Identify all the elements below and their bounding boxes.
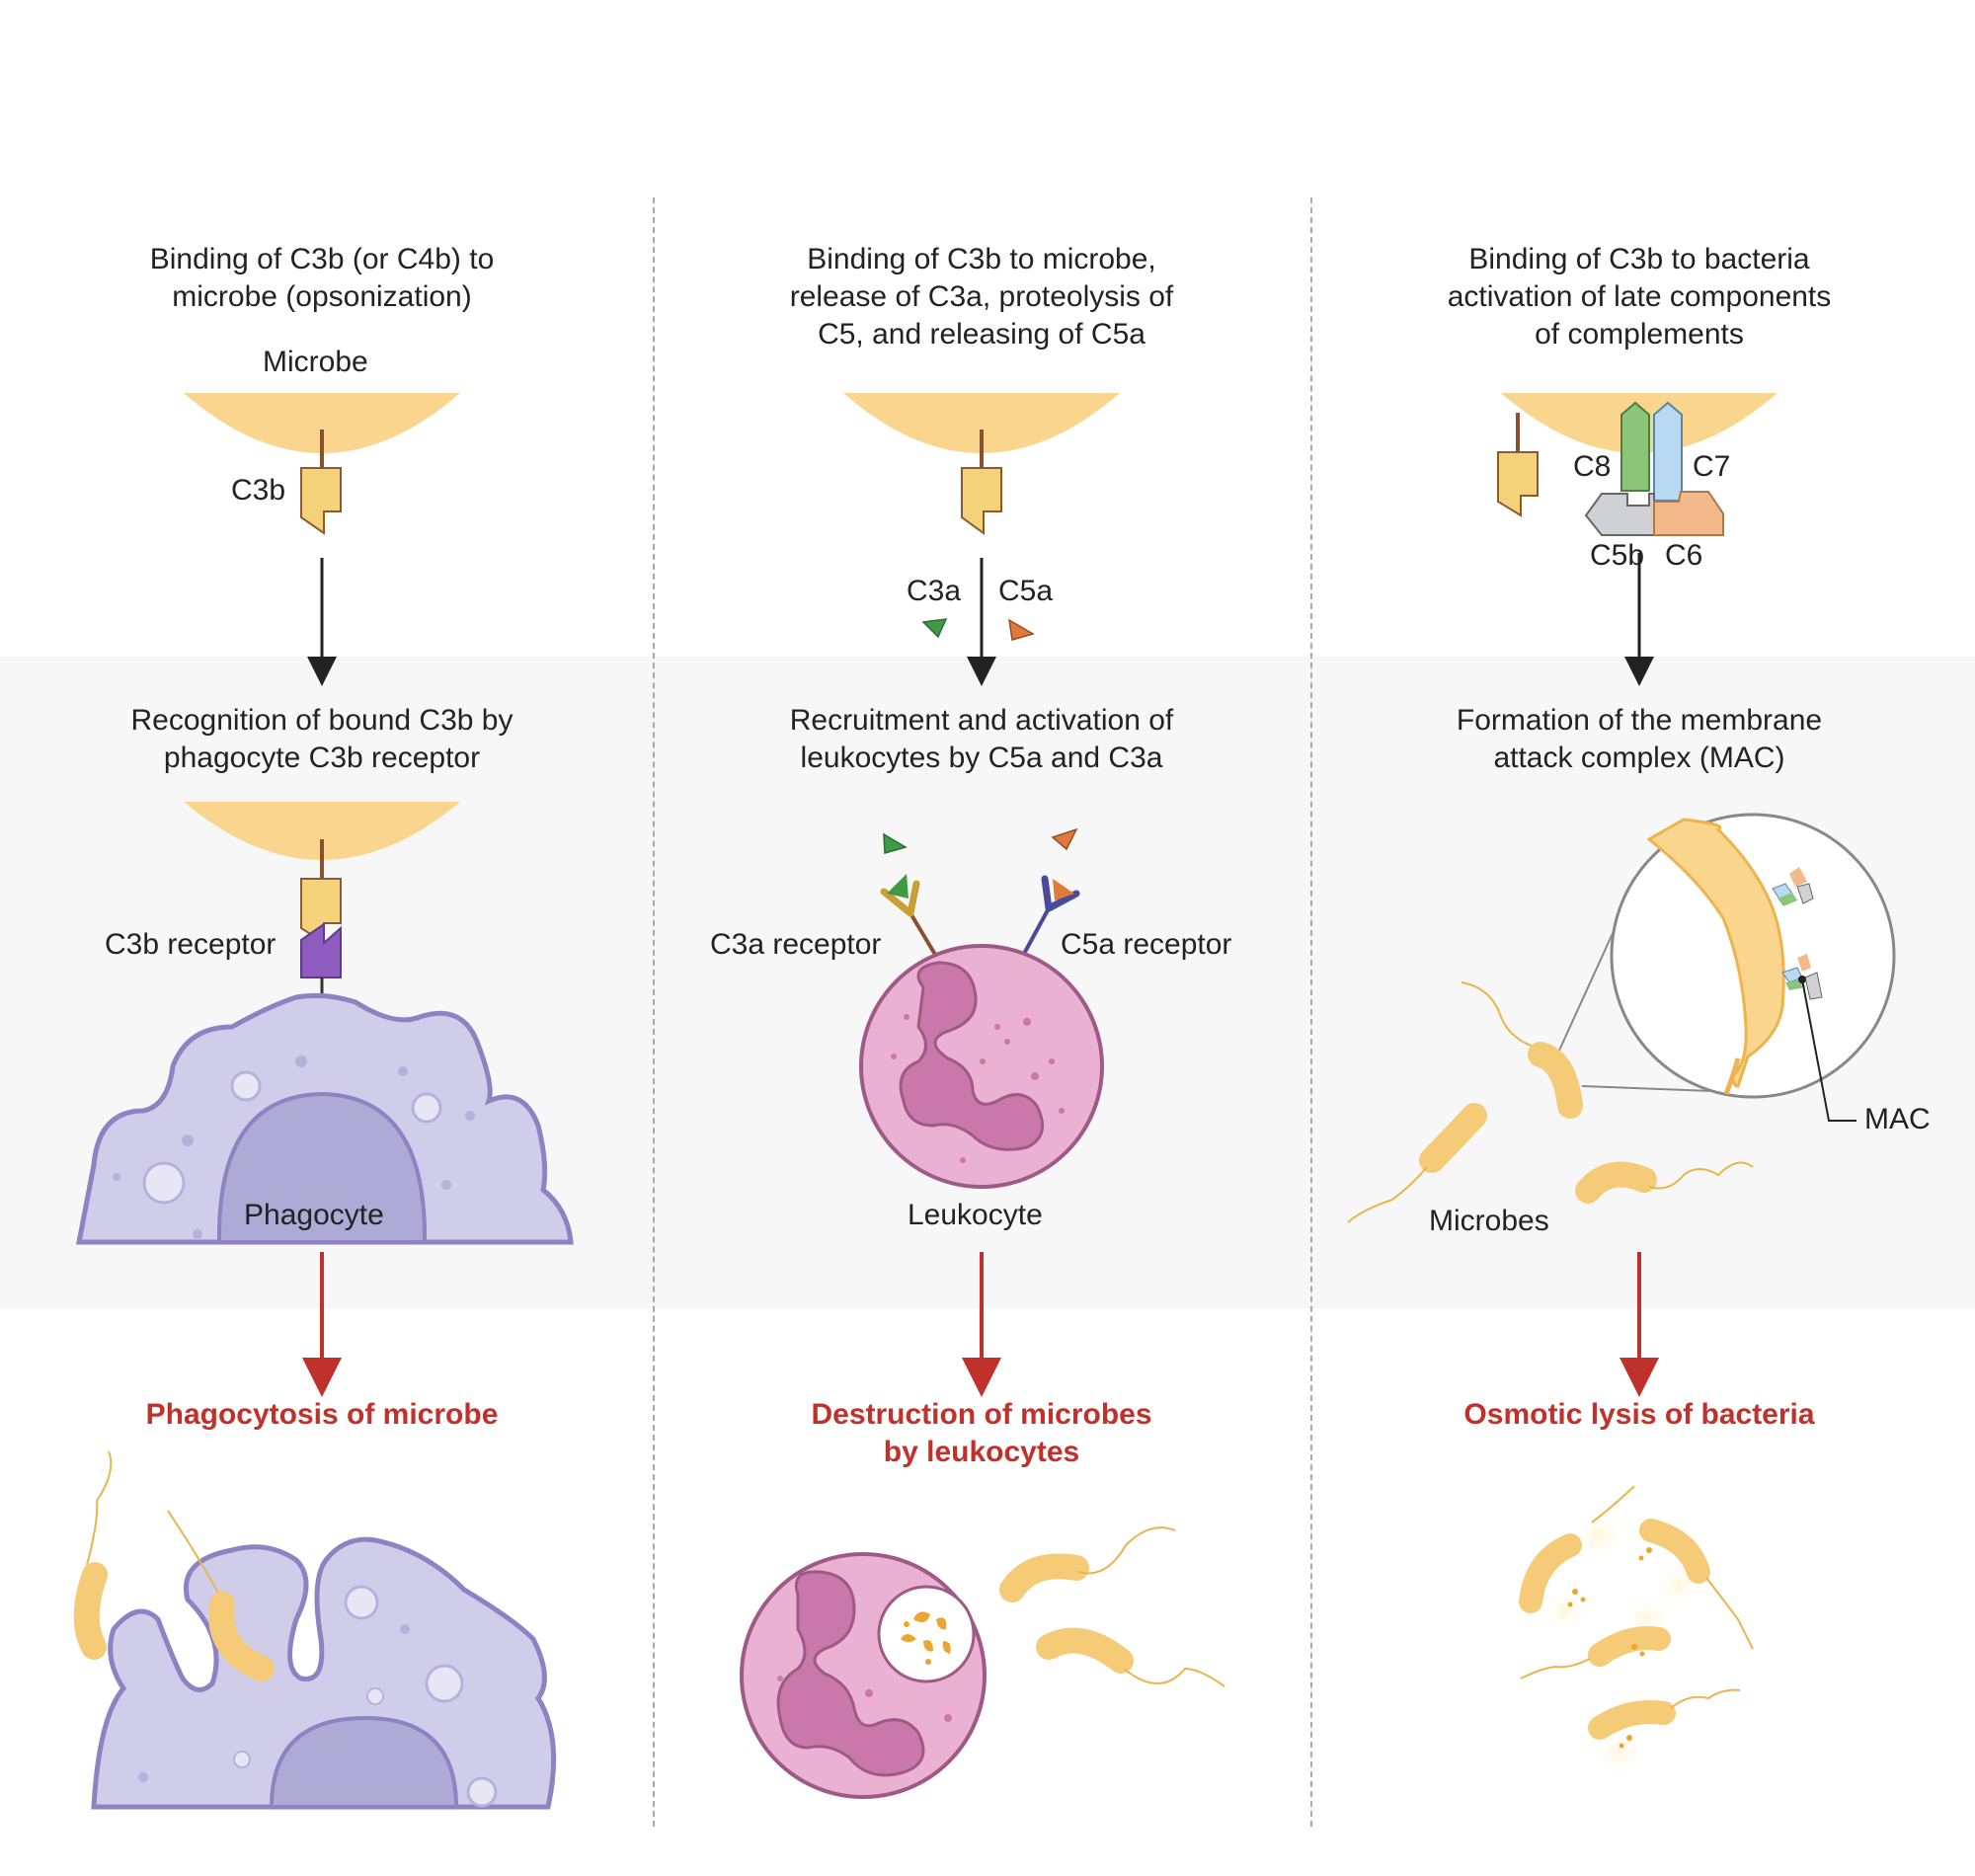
column-1-artwork bbox=[73, 393, 574, 1810]
col2-result-text: Destruction of microbes by leukocytes bbox=[811, 1398, 1152, 1468]
lysed-bacterium-4 bbox=[1588, 1700, 1676, 1740]
c5a-receptor-label: C5a receptor bbox=[1061, 928, 1232, 961]
microbe-surface-2 bbox=[184, 802, 460, 860]
c5a-fragment bbox=[1008, 618, 1035, 641]
column-divider-2 bbox=[1310, 197, 1312, 1827]
leukocyte-body bbox=[859, 944, 1104, 1189]
leukocyte-nucleus bbox=[899, 961, 1045, 1151]
c7-label: C7 bbox=[1693, 450, 1731, 483]
c5a-receptor bbox=[1041, 875, 1080, 912]
microbe-rod-5 bbox=[1528, 1042, 1583, 1119]
c3a-receptor bbox=[880, 880, 920, 917]
col1-step2-text: Recognition of bound C3b by phagocyte C3… bbox=[130, 704, 514, 774]
col3-step1-text: Binding of C3b to bacteria activation of… bbox=[1447, 243, 1832, 351]
leukocyte-label: Leukocyte bbox=[908, 1199, 1043, 1231]
phagosome bbox=[877, 1585, 976, 1683]
c3b-protein bbox=[300, 467, 342, 535]
c7-protein bbox=[1653, 401, 1683, 502]
col3-step2-text: Formation of the membrane attack complex… bbox=[1456, 704, 1823, 774]
phagocyte-nucleus bbox=[216, 1091, 428, 1244]
c3b-protein-c2 bbox=[961, 467, 1002, 535]
c3a-receptor-label: C3a receptor bbox=[710, 928, 882, 961]
lysed-bacterium-1 bbox=[1519, 1533, 1582, 1613]
mac-pore-1 bbox=[1772, 867, 1814, 906]
microbe-rod-4 bbox=[1036, 1627, 1134, 1674]
c6-protein bbox=[1653, 491, 1724, 536]
c3b-label: C3b bbox=[231, 474, 286, 507]
c5b-label: C5b bbox=[1590, 539, 1645, 572]
mac-pointer bbox=[1801, 978, 1856, 1122]
microbe-surface-c2 bbox=[843, 393, 1120, 453]
c3b-receptor bbox=[300, 922, 342, 978]
column-divider-1 bbox=[653, 197, 655, 1827]
microbe-label: Microbe bbox=[263, 346, 368, 378]
column-2-artwork bbox=[740, 393, 1225, 1799]
c5a-label: C5a bbox=[998, 575, 1054, 607]
mac-pore-2 bbox=[1781, 954, 1823, 1000]
phagocyte-engulfing bbox=[91, 1536, 557, 1810]
phagocyte-label: Phagocyte bbox=[244, 1199, 384, 1231]
phagocyte-nucleus-2 bbox=[269, 1715, 459, 1809]
c3a-label: C3a bbox=[907, 575, 962, 607]
col3-result-text: Osmotic lysis of bacteria bbox=[1463, 1398, 1815, 1431]
c8-label: C8 bbox=[1573, 450, 1612, 483]
microbe-rod-2 bbox=[208, 1592, 275, 1681]
microbe-rod-6 bbox=[1419, 1103, 1487, 1173]
c8-protein bbox=[1620, 401, 1650, 492]
c3a-fragment-free bbox=[883, 832, 908, 854]
c5a-fragment-free bbox=[1051, 827, 1078, 851]
c6-label: C6 bbox=[1665, 539, 1703, 572]
microbe-rod-7 bbox=[1575, 1161, 1657, 1204]
lysed-bacterium-3 bbox=[1588, 1626, 1671, 1667]
c3b-receptor-label: C3b receptor bbox=[105, 928, 276, 961]
column-3-artwork bbox=[1347, 393, 1896, 1780]
c3a-fragment bbox=[921, 618, 948, 639]
microbe-rod bbox=[73, 1562, 108, 1660]
zoomed-bacterium bbox=[1646, 818, 1785, 1088]
microbe-rod-3 bbox=[999, 1553, 1089, 1602]
col2-step1-text: Binding of C3b to microbe, release of C3… bbox=[789, 243, 1174, 351]
microbes-label: Microbes bbox=[1429, 1205, 1549, 1237]
c3b-protein-c3 bbox=[1497, 451, 1539, 517]
col1-result-text: Phagocytosis of microbe bbox=[145, 1398, 499, 1431]
microbe-surface bbox=[184, 393, 460, 453]
col2-step2-text: Recruitment and activation of leukocytes… bbox=[789, 704, 1174, 774]
col1-step1-text: Binding of C3b (or C4b) to microbe (opso… bbox=[149, 243, 495, 313]
mac-label: MAC bbox=[1864, 1103, 1931, 1135]
c5b-protein bbox=[1584, 493, 1655, 536]
lysed-bacterium-2 bbox=[1639, 1519, 1710, 1584]
